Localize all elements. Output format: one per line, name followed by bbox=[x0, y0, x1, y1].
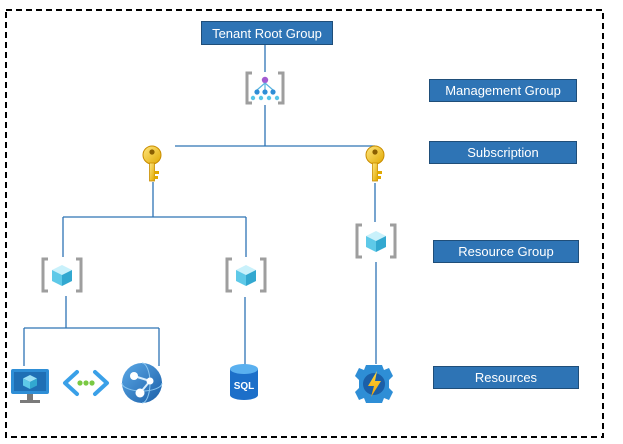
management-group-box: Management Group bbox=[429, 79, 577, 102]
sql-text: SQL bbox=[234, 381, 255, 392]
app-service-globe-icon bbox=[121, 362, 163, 404]
virtual-machine-icon bbox=[11, 369, 49, 403]
resource-group-icon-1 bbox=[41, 257, 83, 293]
subscription-box: Subscription bbox=[429, 141, 577, 164]
virtual-network-icon bbox=[63, 370, 109, 396]
connectors bbox=[23, 45, 377, 366]
subscription-key-icon-2 bbox=[365, 145, 385, 182]
management-group-label: Management Group bbox=[445, 83, 561, 98]
tenant-root-group-box: Tenant Root Group bbox=[201, 21, 333, 45]
subscription-key-icon-1 bbox=[142, 145, 162, 182]
management-group-icon bbox=[245, 71, 285, 105]
resource-group-box: Resource Group bbox=[433, 240, 579, 263]
resource-group-icon-2 bbox=[225, 257, 267, 293]
resources-box: Resources bbox=[433, 366, 579, 389]
tenant-root-group-label: Tenant Root Group bbox=[212, 25, 322, 41]
resource-group-icon-3 bbox=[355, 223, 397, 259]
resources-label: Resources bbox=[474, 370, 538, 385]
dashed-border bbox=[5, 9, 604, 438]
resource-group-label: Resource Group bbox=[458, 244, 554, 259]
function-app-icon bbox=[355, 365, 393, 403]
sql-database-icon: SQL bbox=[230, 364, 258, 400]
subscription-label: Subscription bbox=[467, 145, 539, 160]
